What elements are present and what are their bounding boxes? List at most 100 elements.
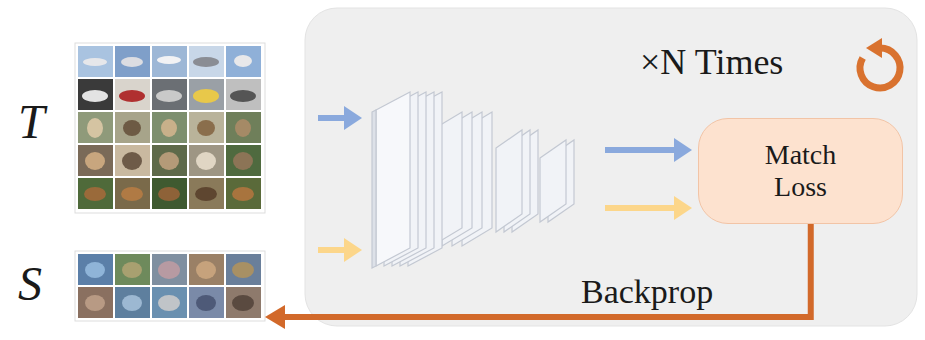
image-object [230,90,256,102]
image-object [122,295,142,311]
edge-label: Backprop [577,273,717,310]
image-tile [115,254,150,285]
image-object [123,120,141,136]
image-tile [115,112,150,143]
image-tile [78,287,113,318]
image-tile [78,145,113,176]
image-tile [189,46,224,77]
image-tile [115,145,150,176]
arrow-head [674,196,692,220]
image-tile [152,112,187,143]
image-object [83,58,107,66]
output-arrow [605,205,676,211]
image-tile [78,79,113,110]
image-tile [78,178,113,209]
layer-slab [376,92,410,266]
dataset-symbol: S [18,256,42,311]
image-tile [115,178,150,209]
image-tile [78,46,113,77]
loss-name: Match Loss [741,139,861,203]
image-object [196,152,216,170]
image-object [195,187,217,201]
arrow-head [674,138,692,162]
image-tile [115,46,150,77]
image-tile [152,79,187,110]
image-object [232,187,254,201]
image-tile [189,145,224,176]
image-object [196,295,216,311]
backprop-connector [283,224,811,317]
image-object [233,152,253,170]
image-object [158,295,180,311]
input-arrow [318,247,346,253]
image-object [193,89,219,103]
image-object [121,187,143,201]
image-object [156,90,182,102]
image-object [197,120,215,136]
layer-slab [540,140,566,222]
image-grid [78,46,261,209]
target-dataset: T [12,44,265,212]
layer-slab [496,130,522,232]
dataset-symbol: T [18,94,45,149]
image-object [84,187,106,201]
image-object [85,295,105,311]
image-object [122,152,142,170]
image-object [82,90,108,102]
input-arrow [318,115,346,121]
arrow-head [344,238,362,262]
image-tile [226,145,261,176]
image-tile [152,254,187,285]
image-tile [115,287,150,318]
image-object [159,152,179,170]
image-object [232,295,254,311]
image-grid-frame [75,43,265,213]
image-tile [152,46,187,77]
image-tile [189,178,224,209]
arrow-head [265,305,285,329]
image-tile [226,79,261,110]
image-object [122,262,142,278]
image-tile [226,46,261,77]
image-object [234,55,252,67]
image-grid [78,254,261,318]
image-tile [189,254,224,285]
image-object [119,90,145,102]
match-loss-box: Match Loss [698,118,903,224]
image-object [157,56,181,64]
image-object [158,187,180,201]
image-object [87,118,103,138]
image-tile [152,287,187,318]
layer-edge [372,110,376,268]
image-tile [152,178,187,209]
synthetic-dataset: S [12,252,265,320]
image-tile [115,79,150,110]
network-illustration [372,92,574,268]
arrow-head [866,38,882,58]
image-tile [226,178,261,209]
image-object [235,119,251,137]
image-object [193,57,219,67]
loop-panel-ground [305,8,917,326]
output-arrow [605,147,676,153]
image-tile [226,287,261,318]
image-tile [78,254,113,285]
image-object [196,261,216,279]
image-tile [189,112,224,143]
image-object [232,262,254,278]
image-tile [226,112,261,143]
image-tile [78,112,113,143]
image-object [85,262,105,278]
image-tile [189,79,224,110]
image-tile [226,254,261,285]
image-tile [189,287,224,318]
image-object [158,261,180,279]
loop-count: ×N Times [640,42,783,83]
arrow-head [344,106,362,130]
image-object [121,57,143,67]
image-tile [152,145,187,176]
image-grid-frame [75,251,265,321]
edge-label-holder: Backprop [577,272,717,311]
image-object [85,152,105,170]
image-object [161,119,177,137]
